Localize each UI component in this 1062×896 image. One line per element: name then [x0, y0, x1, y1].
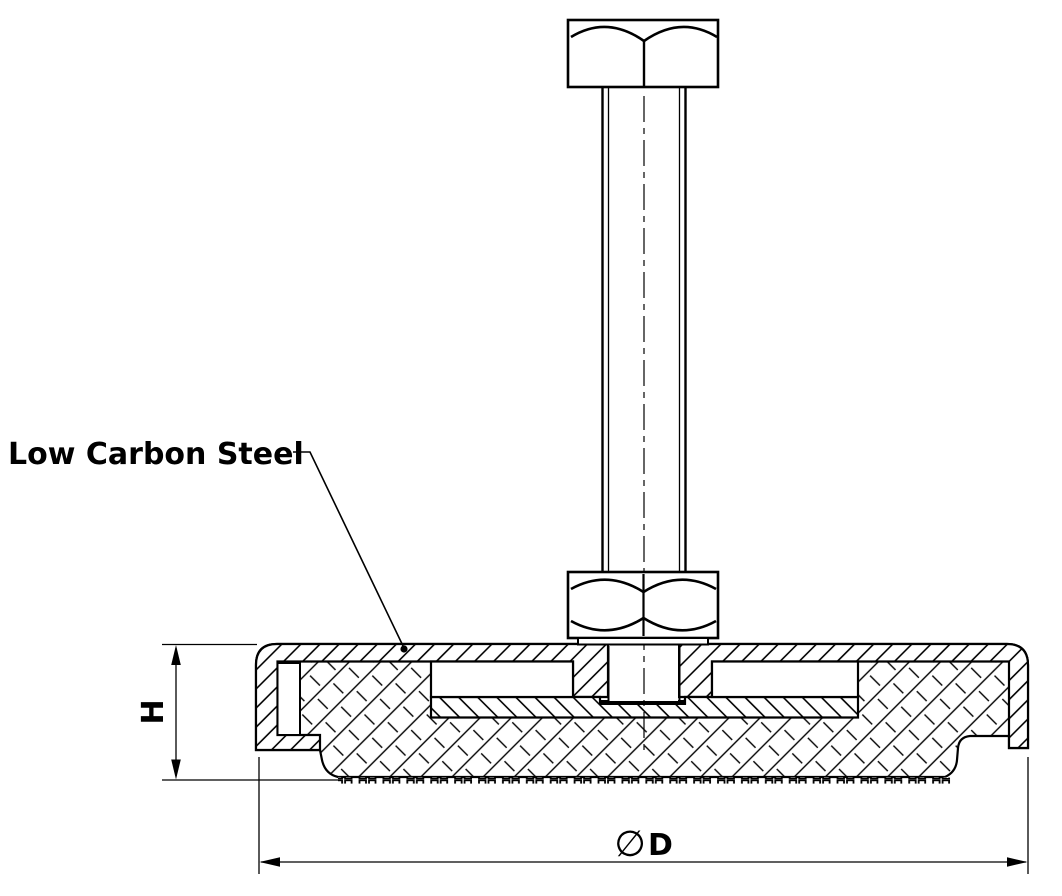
- height-label: H: [136, 699, 171, 724]
- left-pocket: [429, 660, 575, 699]
- left-groove: [276, 662, 301, 736]
- bolt-head: [566, 18, 720, 89]
- height-dimension: H: [136, 643, 338, 781]
- leader-line: [293, 451, 405, 649]
- steel-bottom-plate: [429, 695, 860, 719]
- diameter-dimension: ∅ D: [258, 757, 1029, 874]
- diameter-label: D: [648, 828, 673, 863]
- arrowhead-right: [1007, 857, 1028, 867]
- arrowhead-left: [259, 857, 280, 867]
- arrowhead-down: [171, 759, 181, 780]
- arrowhead-up: [171, 645, 181, 665]
- washer: [577, 637, 709, 646]
- leader-dot: [400, 645, 408, 653]
- material-callout: Low Carbon Steel: [8, 437, 408, 653]
- hex-nut: [566, 570, 720, 640]
- diameter-symbol: ∅: [614, 824, 645, 865]
- anti-slip-teeth: [338, 777, 952, 784]
- right-pocket: [710, 660, 860, 699]
- material-label: Low Carbon Steel: [8, 437, 304, 472]
